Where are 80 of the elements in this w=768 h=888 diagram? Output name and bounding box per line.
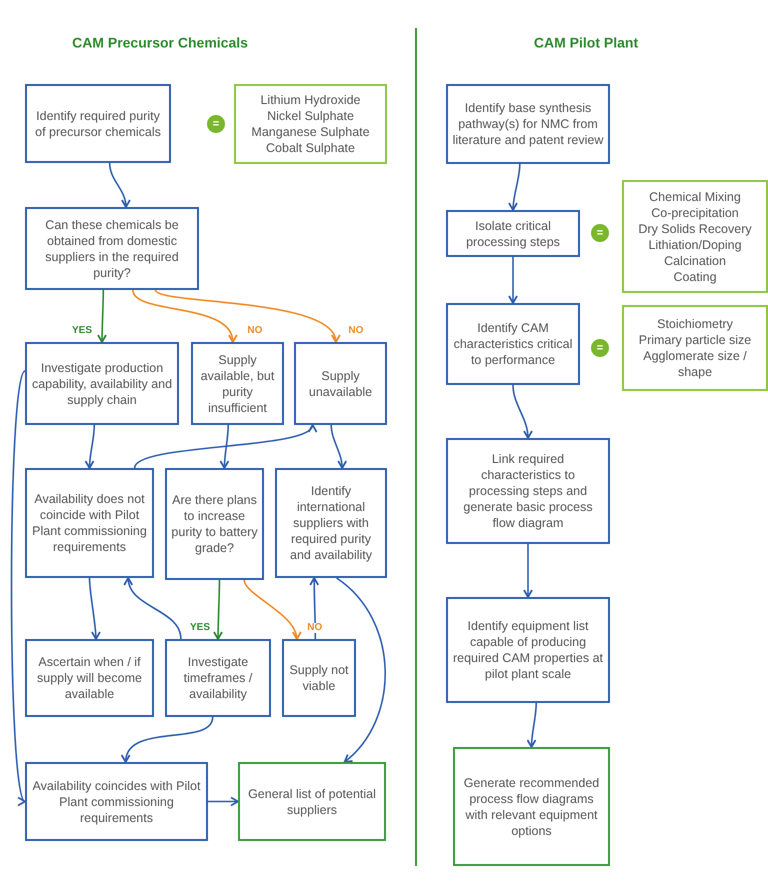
process-box xyxy=(25,639,154,717)
box-text: Supply available, but purity insufficient xyxy=(200,352,276,416)
edge-label: NO xyxy=(245,326,264,336)
process-box xyxy=(165,468,264,580)
box-text: Investigate production capability, availability and supply chain xyxy=(31,360,173,408)
list-item: Dry Solids Recovery xyxy=(638,220,752,236)
arrow xyxy=(512,384,532,439)
box-text: Are there plans to increase purity to battery grade? xyxy=(171,492,258,556)
process-box xyxy=(191,342,284,425)
arrow xyxy=(330,424,347,469)
section-heading: CAM Precursor Chemicals xyxy=(72,34,248,52)
result-box xyxy=(238,762,386,841)
list-item: Lithiation/Doping xyxy=(648,236,742,252)
edge-label: YES xyxy=(188,623,212,633)
box-text: Identify required purity of precursor chemicals xyxy=(34,108,162,140)
box-text: Link required characteristics to processing steps and generate basic process flow diagram xyxy=(462,451,594,531)
list-item: Cobalt Sulphate xyxy=(266,140,355,156)
process-box xyxy=(446,597,610,703)
list-item: Chemical Mixing xyxy=(649,188,741,204)
arrow xyxy=(523,544,533,598)
result-box xyxy=(453,747,610,866)
box-text: Availability coincides with Pilot Plant commissioning requirements xyxy=(32,778,202,826)
list-box xyxy=(622,180,768,293)
box-text: Identify equipment list capable of producing required CAM properties at pilot plant scale xyxy=(452,618,604,682)
box-text: Isolate critical processing steps xyxy=(465,218,561,250)
arrow xyxy=(124,577,182,640)
process-box xyxy=(294,342,387,425)
process-box xyxy=(25,762,208,841)
list-item: Lithium Hydroxide xyxy=(260,92,361,108)
process-box xyxy=(25,207,199,290)
process-box xyxy=(446,438,610,544)
process-box xyxy=(282,639,356,717)
process-box xyxy=(275,468,387,578)
box-text: General list of potential suppliers xyxy=(247,786,377,818)
process-box xyxy=(446,303,580,385)
box-text: Supply not viable xyxy=(288,662,350,694)
edge-label: NO xyxy=(305,623,324,633)
box-text: Identify base synthesis pathway(s) for NMC from literature and patent review xyxy=(452,100,604,148)
arrow xyxy=(213,580,223,640)
list-item: Stoichiometry xyxy=(657,316,733,332)
process-box xyxy=(446,84,610,164)
process-box xyxy=(446,210,580,257)
section-heading: CAM Pilot Plant xyxy=(534,34,638,52)
list-item: Primary particle size xyxy=(638,332,752,348)
arrow xyxy=(108,162,130,208)
arrow xyxy=(84,424,96,469)
list-box xyxy=(234,84,387,164)
arrow xyxy=(208,796,239,806)
arrow xyxy=(88,578,101,640)
list-item: Co-precipitation xyxy=(651,204,739,220)
list-item: Nickel Sulphate xyxy=(267,108,354,124)
arrow xyxy=(154,289,338,343)
arrow xyxy=(526,702,537,748)
arrow xyxy=(508,257,518,304)
arrow xyxy=(336,577,386,763)
arrow xyxy=(243,580,300,640)
list-item: Agglomerate size / shape xyxy=(642,348,748,380)
arrow xyxy=(309,577,320,639)
list-item: Manganese Sulphate xyxy=(251,124,370,140)
box-text: Availability does not coincide with Pilot Plant commissioning requirements xyxy=(31,491,148,555)
box-text: Identify CAM characteristics critical to performance xyxy=(452,320,574,368)
arrow xyxy=(508,164,521,211)
process-box xyxy=(165,639,271,717)
list-item: Coating xyxy=(673,268,717,284)
list-box xyxy=(622,305,768,391)
box-text: Ascertain when / if supply will become available xyxy=(36,654,143,702)
box-text: Identify international suppliers with required purity and availability xyxy=(289,483,373,563)
process-box xyxy=(25,468,154,578)
arrow xyxy=(122,716,214,763)
edge-label: NO xyxy=(346,326,366,336)
list-item: Calcination xyxy=(664,252,726,268)
arrow xyxy=(97,290,107,343)
arrow xyxy=(132,290,236,343)
box-text: Investigate timeframes / availability xyxy=(182,654,254,702)
edge-label: YES xyxy=(70,326,94,336)
box-text: Can these chemicals be obtained from domestic suppliers in the required purity? xyxy=(44,216,180,280)
box-text: Generate recommended process flow diagrams with relevant equipment options xyxy=(462,774,600,838)
box-text: Supply unavailable xyxy=(308,368,374,400)
process-box xyxy=(25,84,171,163)
process-box xyxy=(25,342,179,425)
